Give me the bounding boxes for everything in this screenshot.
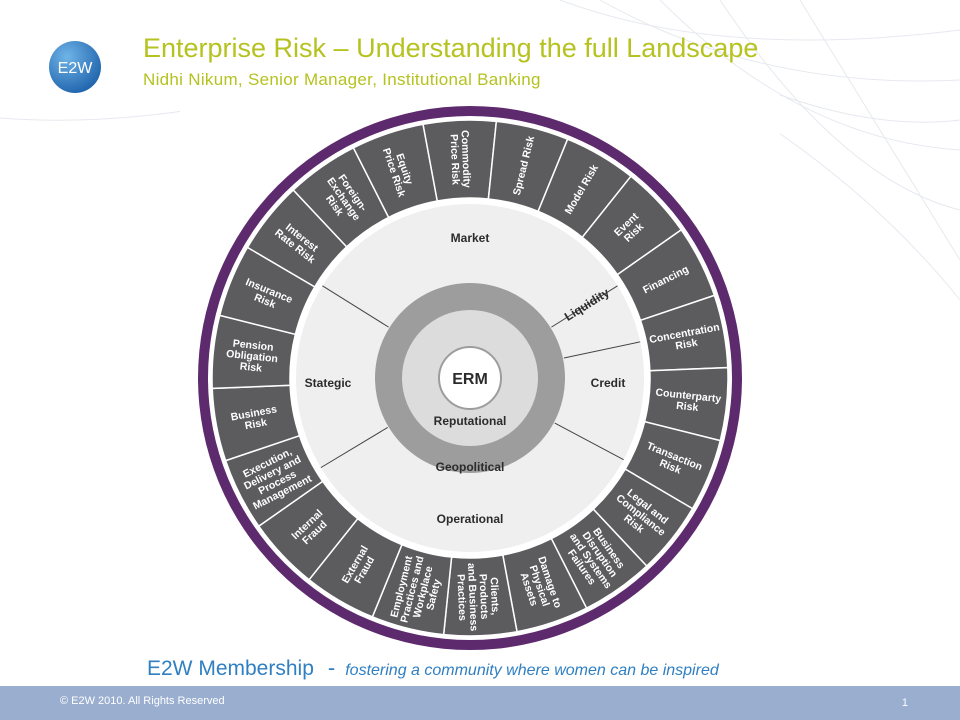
logo-text: E2W [58, 60, 94, 77]
category-label-credit: Credit [591, 376, 626, 390]
footer-bar: © E2W 2010. All Rights Reserved 1 [0, 686, 960, 720]
tagline-dash: - [327, 655, 336, 680]
tagline: E2W Membership-fostering a community whe… [147, 655, 719, 681]
category-label-operational: Operational [437, 512, 504, 526]
risk-segment-label: CommodityPrice Risk [447, 130, 472, 189]
category-label-strategic: Stategic [305, 376, 352, 390]
category-divider [551, 285, 618, 328]
category-divider [554, 422, 624, 461]
risk-segment-label: PensionObligationRisk [224, 337, 279, 376]
tagline-main: E2W Membership [147, 657, 314, 680]
core-label-geopolitical: Geopolitical [436, 460, 505, 474]
slide-subtitle: Nidhi Nikum, Senior Manager, Institution… [143, 70, 541, 89]
center-label-erm: ERM [452, 371, 488, 388]
tagline-sub: fostering a community where women can be… [345, 662, 719, 679]
footer-copyright: © E2W 2010. All Rights Reserved [60, 695, 225, 707]
page-number: 1 [901, 697, 908, 709]
core-label-reputational: Reputational [434, 414, 507, 428]
category-divider [563, 341, 641, 359]
slide-title: Enterprise Risk – Understanding the full… [143, 33, 759, 63]
risk-segment [352, 123, 439, 219]
e2w-logo: E2W [48, 40, 102, 94]
risk-segment-label: Clients,Productsand BusinessPractices [454, 562, 502, 632]
erm-center [438, 346, 502, 410]
category-divider [320, 427, 388, 469]
category-label-market: Market [451, 231, 490, 245]
category-divider [322, 285, 389, 328]
